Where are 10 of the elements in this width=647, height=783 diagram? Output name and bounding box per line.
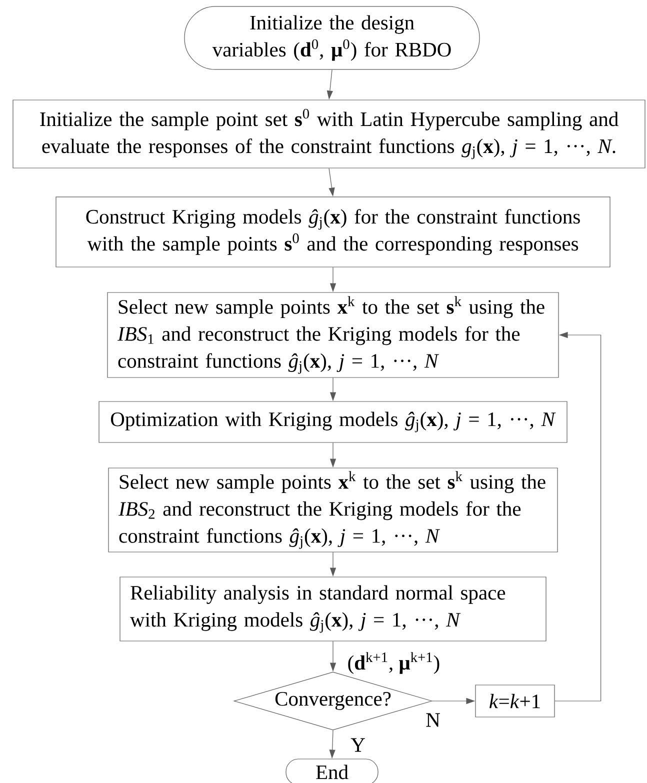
process-box: Select new sample points x$^{k}$ to the set s$^{k}$ using the IBS$_{1}$ and reconstruct the Kriging models for the constraint functions ĝ$_{j}$(x), j = 1, ···, N [107,292,559,378]
terminal-box: Initialize the design variables (d$^{0}$, μ$^{0}$) for RBDO [184,6,480,70]
edge-label: Y [350,737,366,753]
process-box: Construct Kriging models ĝ$_{j}$(x) for the constraint functions with the sample points s$^{0}$ and the corresponding responses [56,196,610,268]
process-box: Reliability analysis in standard normal space with Kriging models ĝ$_{j}$(x), j = 1, ···, N [120,576,546,642]
process-box: k=k+1 [475,684,555,718]
process-box: Initialize the sample point set s$^{0}$ with Latin Hypercube sampling and evaluate the responses of the constraint functions g$_{j}$(x), j = 1, ···, N. [12,100,646,168]
process-box: Select new sample points x$^{k}$ to the set s$^{k}$ using the IBS$_{2}$ and reconstruct the Kriging models for the constraint functions ĝ$_{j}$(x), j = 1, ···, N [108,468,558,552]
process-box: Optimization with Kriging models ĝ$_{j}$(x), j = 1, ···, N [98,401,568,443]
terminal-box: End [286,758,378,783]
